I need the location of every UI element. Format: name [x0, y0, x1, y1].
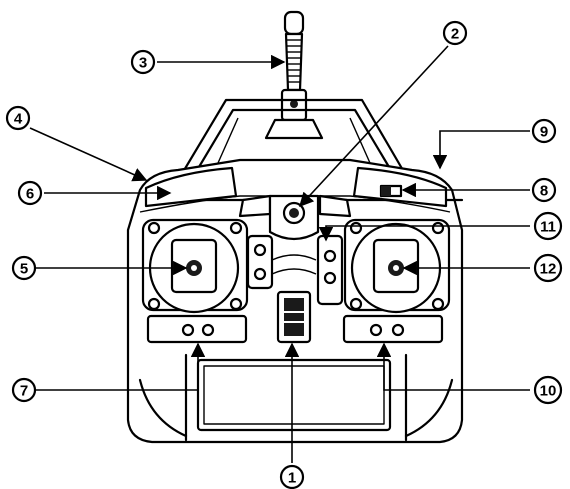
right-stick-gimbal	[343, 218, 451, 314]
callout-1: 1	[279, 464, 305, 489]
callout-7-label: 7	[20, 383, 28, 400]
callout-4: 4	[5, 105, 31, 131]
callout-6: 6	[17, 180, 43, 206]
right-center-trim-buttons	[316, 234, 344, 306]
left-stick-gimbal	[141, 218, 249, 314]
callout-5-label: 5	[20, 261, 28, 278]
center-slider	[271, 254, 317, 344]
callout-4-label: 4	[14, 111, 23, 128]
callout-10: 10	[533, 375, 563, 405]
callout-12-label: 12	[540, 261, 557, 278]
callout-11: 11	[533, 211, 563, 241]
callout-2: 2	[442, 20, 468, 46]
callout-3: 3	[130, 49, 156, 75]
callout-12: 12	[533, 253, 563, 283]
leader-lines	[29, 45, 530, 463]
callout-6-label: 6	[26, 186, 34, 203]
callout-3-label: 3	[139, 55, 147, 72]
mode-switch	[379, 184, 403, 198]
callout-11-label: 11	[540, 219, 556, 236]
antenna	[264, 10, 324, 140]
callout-8: 8	[531, 177, 557, 203]
callout-10-label: 10	[540, 383, 557, 400]
callout-9-label: 9	[540, 124, 548, 141]
callout-7: 7	[11, 377, 37, 403]
left-lower-trim-buttons	[146, 314, 248, 344]
left-center-trim-buttons	[246, 234, 274, 290]
callout-8-label: 8	[540, 183, 548, 200]
lcd-screen	[196, 358, 392, 432]
right-lower-trim-buttons	[342, 314, 444, 344]
callout-1-label: 1	[288, 470, 296, 487]
callout-9: 9	[531, 118, 557, 144]
callout-2-label: 2	[451, 26, 459, 43]
callout-5: 5	[11, 255, 37, 281]
